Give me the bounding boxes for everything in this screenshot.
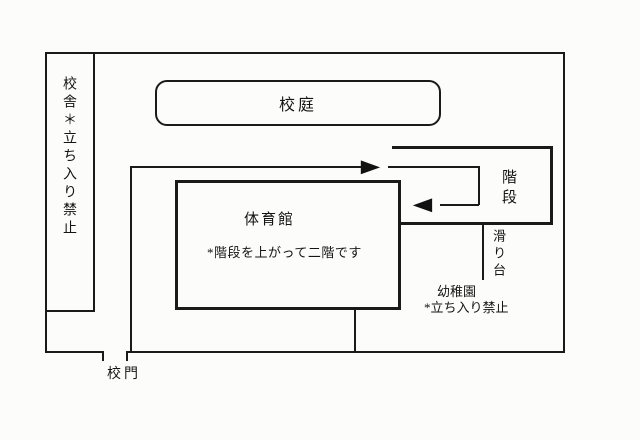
stairs-label: 階段 — [500, 169, 516, 209]
route-line-top-right — [388, 166, 479, 168]
path-line-below-gym — [354, 310, 356, 351]
school-building-label: 校舎＊立ち入り禁止 — [61, 76, 76, 238]
route-arrow-right-icon: ▶ — [360, 156, 381, 177]
gate-opening — [104, 350, 128, 356]
gate-post-right — [126, 351, 128, 361]
route-line-from-gate — [130, 167, 132, 353]
kindergarten-label: 幼稚園 — [437, 284, 477, 299]
gymnasium-outline — [175, 180, 401, 310]
gate-label: 校門 — [107, 367, 141, 382]
route-line-top — [130, 166, 366, 168]
stairs-wall-bottom — [399, 222, 553, 225]
schoolyard-label: 校庭 — [278, 97, 317, 114]
gymnasium-label: 体育館 — [244, 212, 296, 228]
route-arrow-left-icon: ◀ — [412, 194, 433, 215]
school-building-outline — [45, 52, 95, 312]
gate-post-left — [102, 351, 104, 361]
kindergarten-note: *立ち入り禁止 — [424, 300, 509, 315]
slide-label: 滑り台 — [491, 229, 506, 280]
slide-wall — [482, 225, 484, 280]
gymnasium-note: *階段を上がって二階です — [207, 245, 362, 260]
stairs-wall-right — [550, 146, 553, 225]
kindergarten-block: 幼稚園 *立ち入り禁止 — [424, 284, 509, 316]
schoolyard-outline: 校庭 — [155, 80, 441, 126]
stairs-wall-top — [392, 146, 553, 149]
route-line-to-entrance — [440, 204, 479, 206]
route-line-down-at-stairs — [478, 166, 480, 205]
